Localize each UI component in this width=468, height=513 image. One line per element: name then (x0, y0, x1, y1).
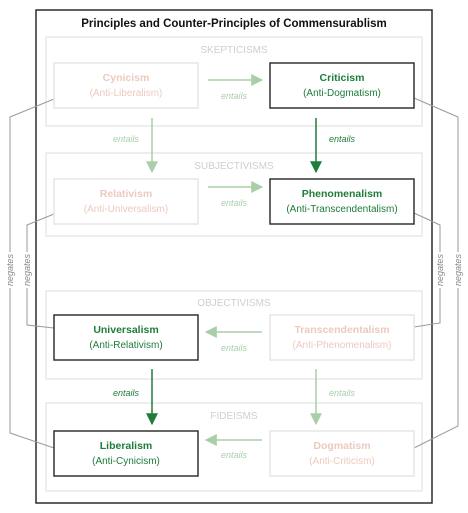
node-cynicism-anti: (Anti-Liberalism) (90, 88, 163, 99)
node-liberalism-anti: (Anti-Cynicism) (92, 456, 160, 467)
node-universalism: Universalism (Anti-Relativism) (53, 314, 199, 361)
group-label-skepticisms: SKEPTICISMS (200, 45, 268, 56)
node-relativism: Relativism (Anti-Universalism) (53, 178, 199, 225)
group-label-subjectivisms: SUBJECTIVISMS (194, 161, 274, 172)
group-skepticisms-panel (45, 36, 423, 127)
node-relativism-anti: (Anti-Universalism) (84, 204, 168, 215)
negates-label-right-outer: negates (453, 253, 463, 286)
node-transcendentalism-name: Transcendentalism (294, 324, 389, 336)
node-phenomenalism: Phenomenalism (Anti-Transcendentalism) (269, 178, 415, 225)
node-cynicism-name: Cynicism (103, 72, 150, 84)
node-criticism-anti: (Anti-Dogmatism) (303, 88, 381, 99)
entails-label-criticism-phenomenalism: entails (329, 134, 356, 144)
node-universalism-anti: (Anti-Relativism) (89, 340, 162, 351)
entails-label-relativism-phenomenalism: entails (221, 198, 248, 208)
node-phenomenalism-name: Phenomenalism (302, 188, 383, 200)
node-cynicism: Cynicism (Anti-Liberalism) (53, 62, 199, 109)
node-relativism-name: Relativism (100, 188, 153, 200)
entails-label-transcendentalism-dogmatism: entails (329, 388, 356, 398)
group-label-objectivisms: OBJECTIVISMS (197, 298, 271, 309)
group-subjectivisms-panel (45, 152, 423, 237)
negates-label-bg-left-inner (21, 252, 33, 288)
entails-label-universalism-liberalism: entails (113, 388, 140, 398)
entails-label-dogmatism-liberalism: entails (221, 450, 248, 460)
node-dogmatism-name: Dogmatism (313, 440, 370, 452)
entails-label-cynicism-relativism: entails (113, 134, 140, 144)
group-label-fideisms: FIDEISMS (210, 411, 258, 422)
negates-label-left-outer: negates (5, 253, 15, 286)
entails-label-transcendentalism-universalism: entails (221, 343, 248, 353)
group-fideisms-panel (45, 402, 423, 492)
node-criticism-name: Criticism (320, 72, 365, 84)
node-phenomenalism-anti: (Anti-Transcendentalism) (286, 204, 397, 215)
node-dogmatism: Dogmatism (Anti-Criticism) (269, 430, 415, 477)
node-liberalism-name: Liberalism (100, 440, 153, 452)
node-transcendentalism: Transcendentalism (Anti-Phenomenalism) (269, 314, 415, 361)
negates-label-right-inner: negates (435, 253, 445, 286)
node-transcendentalism-anti: (Anti-Phenomenalism) (293, 340, 392, 351)
negates-label-bg-left-outer (4, 252, 16, 288)
group-objectivisms-panel (45, 290, 423, 380)
node-criticism: Criticism (Anti-Dogmatism) (269, 62, 415, 109)
entails-label-cynicism-criticism: entails (221, 91, 248, 101)
node-universalism-name: Universalism (93, 324, 158, 336)
negates-label-bg-right-inner (434, 252, 446, 288)
negates-label-left-inner: negates (22, 253, 32, 286)
node-dogmatism-anti: (Anti-Criticism) (309, 456, 375, 467)
node-liberalism: Liberalism (Anti-Cynicism) (53, 430, 199, 477)
diagram-title: Principles and Counter-Principles of Com… (81, 18, 386, 30)
negates-label-bg-right-outer (452, 252, 464, 288)
